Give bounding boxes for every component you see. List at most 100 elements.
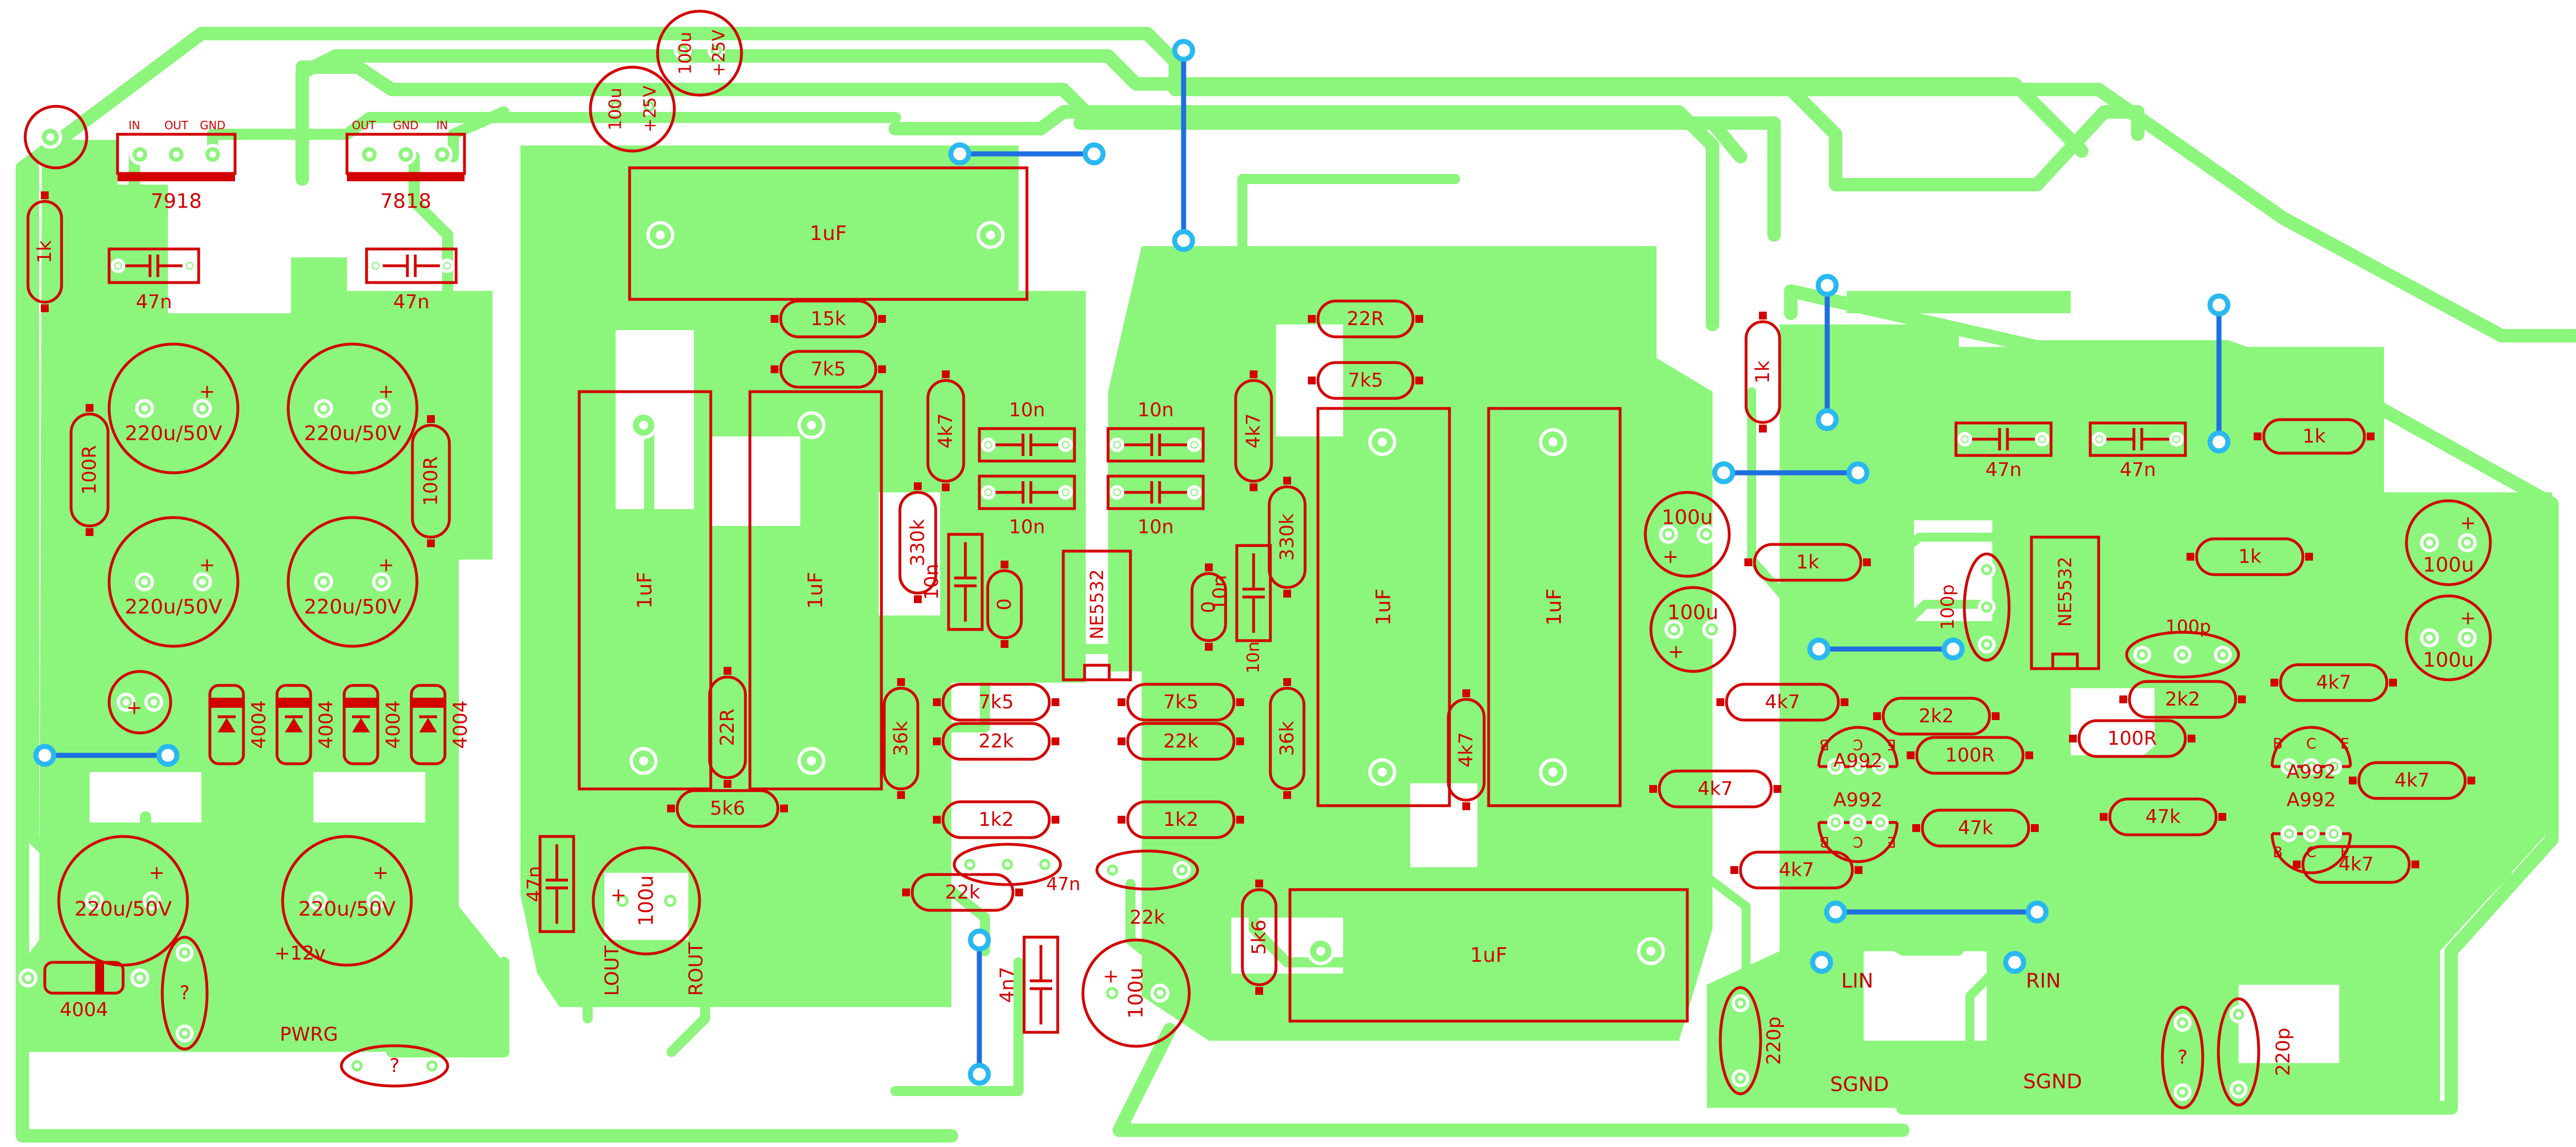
capacitor-value: 47n [1986,459,2022,481]
ic-ne5532: NE5532 [1062,549,1132,681]
resistor-r100R: 100R [69,404,110,536]
resistor-value: 22k [1163,730,1199,753]
pad-hole [378,579,385,585]
pad-hole [656,231,665,239]
capacitor-value: 1uF [810,222,847,245]
polarity-mark: + [149,862,165,884]
transistor-outline [1817,726,1899,767]
resistor-body [941,683,1051,722]
capacitor-outline [281,835,413,967]
pad-hole [1316,947,1325,956]
lead-mark [1773,785,1781,793]
resistor-value: 4k7 [2395,769,2430,792]
capacitor-value: 100u [676,32,696,74]
lead-mark [41,304,49,312]
capacitor-value: 220p [1763,1017,1785,1065]
resistor-value: 4k7 [935,413,957,449]
capacitor-value: 1uF [634,572,656,609]
trace [667,946,710,1057]
resistor-r330k: 330k [1268,477,1307,598]
resistor-r22k: 22k [1118,722,1244,761]
capacitor-voltage: +25V [641,86,660,133]
resistor-value: 330k [1276,513,1298,561]
pad-hole [199,579,206,585]
ic-name: NE5532 [2054,557,2076,627]
lead-mark [933,737,941,745]
gap-rect [313,772,425,822]
diode-d4004: 4004 [275,684,337,765]
box-cap-pads [1368,428,1396,786]
lead-mark [1205,563,1213,571]
net-label-lin: LIN [1841,970,1874,993]
resistor-r1k2: 1k2 [1118,800,1244,839]
pad-hole [1110,867,1115,873]
lead-mark [1015,889,1023,896]
resistor-value: 47k [1958,817,1993,839]
capacitor-outline [107,342,240,474]
pad-hole [1114,442,1120,448]
capacitor-value: 220p [2272,1028,2295,1076]
pad-hole [115,263,121,269]
lead-mark [86,528,93,536]
transistor-outline [1817,822,1899,863]
polarity-mark: + [378,554,395,576]
lead-mark [942,483,950,491]
resistor-body [1915,736,2025,775]
pad-hole [429,1063,435,1069]
capacitor-outline [592,846,701,956]
trace [2033,734,2176,821]
box-capacitor-c1uF: 1uF [578,390,712,791]
box-capacitor-c1uF: 1uF [1316,407,1451,807]
net-label-sgnd-right: SGND [2023,1070,2082,1093]
pad-hole [150,699,157,706]
pad-hole [1665,531,1672,538]
resistor-body [898,491,937,595]
lead-mark [41,191,49,199]
lead-mark [902,889,910,896]
pad-hole [137,975,143,981]
film-capacitor-c10n: 10n [1209,544,1272,642]
capacitor-value: 10n [1244,641,1264,673]
pad-hole [1549,768,1557,777]
pad-hole [1984,604,1990,610]
pad-hole [1646,947,1655,956]
resistor-value: 4k7 [1242,413,1265,449]
diode-d4004-horizontal: 4004 [18,961,149,1021]
lead-mark [1308,377,1316,384]
diode-value: 4004 [315,701,337,749]
pad-hole [2331,764,2336,769]
resistor-body [1190,572,1227,642]
lead-mark [780,805,788,812]
lead-mark [897,678,905,686]
resistor-r36k: 36k [883,678,919,799]
diode-body [275,684,312,765]
film-capacitor-c47n: 47n [2089,421,2187,481]
pin-label: GND [200,119,226,132]
capacitor-outline [107,247,200,284]
resistor-r4k7: 4k7 [2270,663,2397,702]
trace [1965,958,2008,1079]
lead-mark [1855,866,1862,874]
trace [1784,284,2559,1115]
lead-mark [1052,816,1059,824]
part-outline [1719,986,1762,1096]
trace [722,655,990,732]
capacitor-value: 1uF [1372,589,1395,626]
capacitor-value: 100u [606,88,626,130]
capacitor-value: 220u/50V [125,422,222,445]
lead-mark [1841,698,1848,706]
trace [2100,499,2277,542]
lead-mark [1250,483,1257,491]
resistor-r1k: 1k [2254,418,2375,455]
resistor-r5k6: 5k6 [667,789,788,828]
electrolytic-capacitor-c220u: +220u/50V [287,342,419,474]
lead-mark [1649,785,1657,793]
resistor-r7k5: 7k5 [1118,683,1244,722]
lead-mark [86,404,93,412]
pad-hole [639,421,648,430]
pad-hole [1179,867,1185,873]
capacitor-outline [1288,888,1689,1023]
lead-mark [1236,816,1244,824]
capacitor-outline [1106,474,1205,510]
